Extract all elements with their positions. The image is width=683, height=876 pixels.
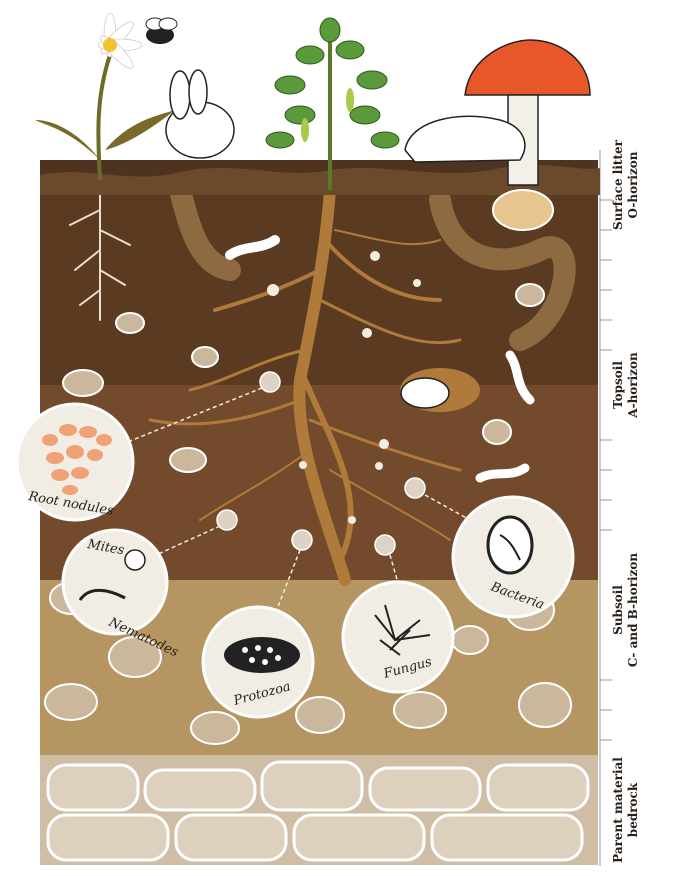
horizon-label-surface: Surface litter O-horizon [611,139,640,230]
svg-text:Parent material: Parent material [611,757,625,863]
rabbit-icon [166,70,234,158]
svg-text:C- and B-horizon: C- and B-horizon [626,553,640,668]
svg-text:bedrock: bedrock [626,782,640,837]
svg-text:O-horizon: O-horizon [626,151,640,218]
horizon-label-topsoil: Topsoil A-horizon [611,352,640,419]
callout-root-nodules: Root nodules [17,404,133,520]
svg-text:Surface litter: Surface litter [611,139,625,230]
hedgehog-icon [405,116,525,162]
bee-icon [146,18,177,44]
mole-icon [400,368,480,412]
callout-fungus: Fungus [343,582,453,692]
svg-text:Subsoil: Subsoil [611,585,625,635]
svg-text:Topsoil: Topsoil [611,361,625,409]
callout-protozoa: Protozoa [203,607,313,717]
svg-text:A-horizon: A-horizon [626,352,640,419]
callout-bacteria: Bacteria [453,497,573,617]
